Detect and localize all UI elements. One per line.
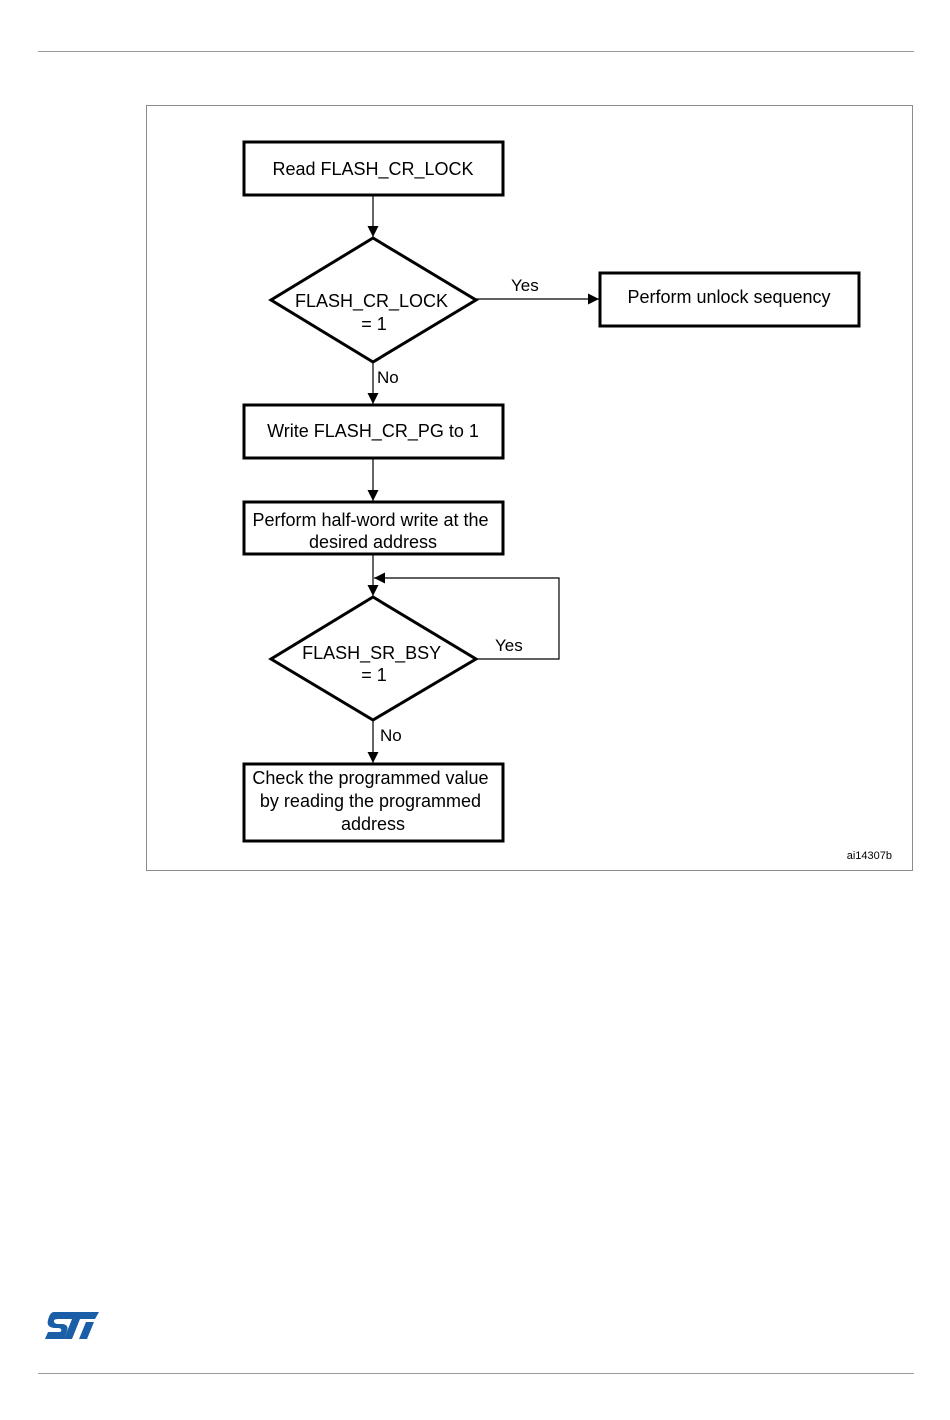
edge-lock-no-label: No (377, 368, 399, 387)
node-write-pg-label: Write FLASH_CR_PG to 1 (267, 421, 479, 442)
edge-bsy-yes-label: Yes (495, 636, 523, 655)
st-logo-icon (44, 1310, 102, 1342)
edge-bsy-no-label: No (380, 726, 402, 745)
node-unlock-label: Perform unlock sequency (627, 287, 830, 307)
edge-lock-yes-label: Yes (511, 276, 539, 295)
node-read-lock-label: Read FLASH_CR_LOCK (272, 159, 473, 180)
figure-id: ai14307b (847, 850, 892, 862)
footer-rule (38, 1373, 914, 1374)
